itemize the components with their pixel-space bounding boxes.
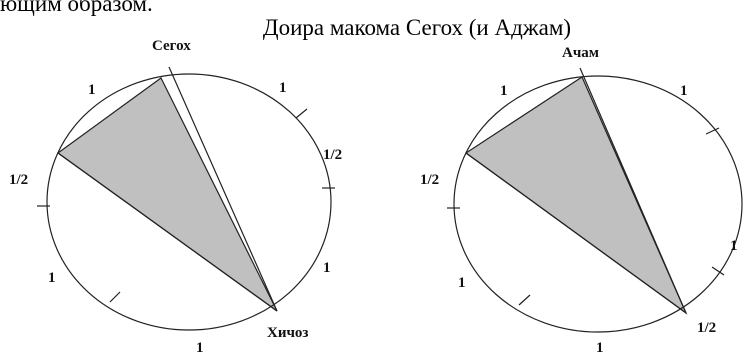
- interval-label: 1/2: [697, 320, 716, 336]
- interval-label: 1/2: [323, 147, 342, 163]
- shaded-sector: [464, 76, 688, 315]
- tick-mark: [705, 127, 720, 135]
- interval-label: 1: [500, 83, 508, 99]
- cut-off-text: ющим образом.: [0, 0, 153, 16]
- top-point-label: Ачам: [562, 45, 599, 61]
- top-point-label: Сегох: [152, 38, 191, 54]
- shaded-sector: [56, 77, 278, 312]
- interval-label: 1: [48, 270, 56, 286]
- circle-outline: [46, 73, 332, 331]
- diagram-title: Доира макома Сегох (и Аджам): [263, 15, 571, 40]
- interval-label: 1: [730, 238, 738, 254]
- interval-label: 1/2: [9, 172, 28, 188]
- tick-mark: [711, 266, 725, 276]
- interval-label: 1: [596, 340, 604, 354]
- interval-label: 1: [323, 260, 331, 276]
- interval-label: 1/2: [420, 172, 439, 188]
- chord-top-to-bottom: [168, 66, 278, 312]
- adzham-circle-diagram: Ачам 1 1 1/2 1 1 1 1/2: [420, 45, 743, 354]
- interval-label: 1: [458, 275, 466, 291]
- tick-mark: [518, 294, 531, 306]
- bottom-point-label: Хичоз: [267, 325, 308, 341]
- interval-label: 1: [279, 80, 287, 96]
- chord-left-to-bottom: [57, 152, 278, 312]
- chord-left-to-bottom: [465, 152, 687, 314]
- circle-outline: [453, 75, 743, 333]
- tick-mark: [109, 291, 121, 303]
- interval-label: 1: [680, 83, 688, 99]
- interval-label: 1: [196, 340, 204, 354]
- chord-top-to-bottom: [579, 67, 687, 314]
- interval-label: 1: [88, 82, 96, 98]
- tick-mark: [295, 108, 308, 119]
- segoh-circle-diagram: Сегох Хичоз 1 1 1/2 1 1 1 1/2: [9, 38, 342, 354]
